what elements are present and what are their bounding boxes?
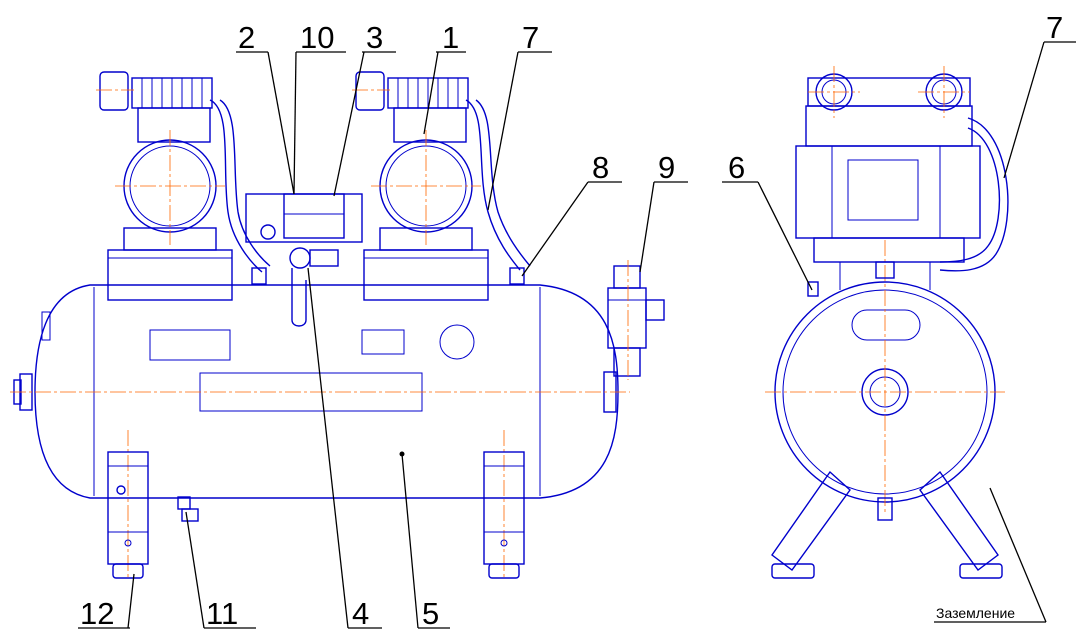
left-foot bbox=[107, 451, 149, 579]
callout-9: 9 bbox=[658, 150, 675, 185]
callout-1: 1 bbox=[442, 20, 459, 55]
callout-7-side: 7 bbox=[1046, 10, 1063, 45]
front-view bbox=[10, 71, 665, 580]
callout-10: 10 bbox=[300, 20, 334, 55]
callout-8: 8 bbox=[592, 150, 609, 185]
callout-6: 6 bbox=[728, 150, 745, 185]
callout-11: 11 bbox=[206, 596, 238, 629]
callout-3: 3 bbox=[366, 20, 383, 55]
callout-7-front: 7 bbox=[522, 20, 539, 55]
side-legs bbox=[771, 470, 1003, 579]
compressor-head-left bbox=[96, 71, 271, 301]
callout-4: 4 bbox=[352, 596, 369, 629]
right-foot bbox=[483, 451, 525, 579]
compressor-head-right bbox=[352, 71, 531, 301]
side-view bbox=[765, 66, 1009, 579]
side-tank bbox=[765, 240, 1005, 515]
side-compressor bbox=[795, 66, 1009, 297]
receiver-tank bbox=[10, 284, 630, 580]
pressure-switch bbox=[245, 193, 525, 327]
filter-regulator bbox=[607, 260, 665, 380]
callouts: 2 10 3 1 7 8 9 6 7 12 bbox=[78, 10, 1076, 629]
callout-2: 2 bbox=[238, 20, 255, 55]
callout-5: 5 bbox=[422, 596, 439, 629]
grounding-label: Заземление bbox=[936, 605, 1015, 621]
callout-12: 12 bbox=[80, 596, 114, 629]
